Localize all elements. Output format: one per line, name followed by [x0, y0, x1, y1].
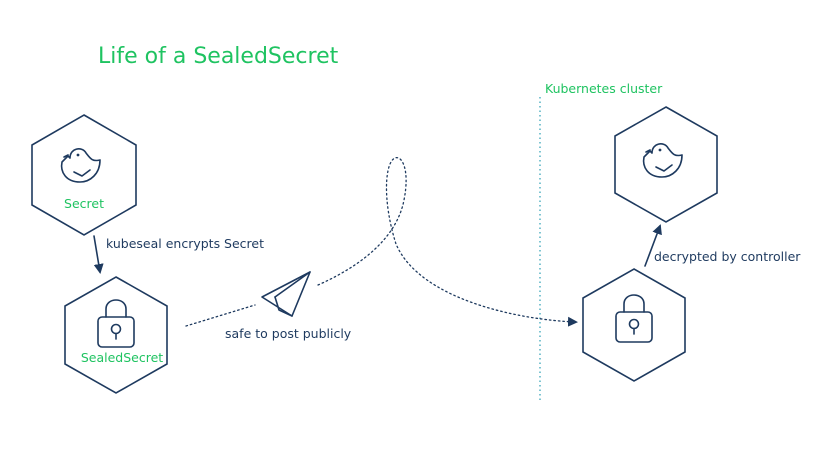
paper-plane-icon	[261, 271, 311, 317]
publish-path-loop	[317, 157, 578, 327]
sealed-secret-node: SealedSecret	[64, 276, 168, 394]
sealed-secret-label: SealedSecret	[81, 350, 163, 365]
encrypt-label: kubeseal encrypts Secret	[106, 236, 264, 251]
secret-node: Secret	[31, 114, 137, 236]
decrypt-label: decrypted by controller	[654, 249, 801, 264]
cluster-label: Kubernetes cluster	[545, 81, 663, 96]
cluster-secret-hexagon	[614, 106, 718, 223]
cluster-sealed-secret-hexagon	[582, 268, 686, 382]
cluster-secret-node	[614, 106, 718, 223]
publish-path-start	[185, 304, 256, 327]
bird-icon	[60, 148, 101, 183]
diagram-title: Life of a SealedSecret	[98, 44, 339, 69]
secret-label: Secret	[64, 196, 104, 211]
encrypt-arrow	[93, 235, 104, 274]
padlock-icon	[615, 294, 653, 343]
decrypt-arrow	[644, 224, 662, 267]
padlock-icon	[97, 299, 135, 348]
publish-label: safe to post publicly	[225, 326, 352, 341]
bird-icon	[642, 143, 683, 178]
cluster-sealed-secret-node	[582, 268, 686, 382]
